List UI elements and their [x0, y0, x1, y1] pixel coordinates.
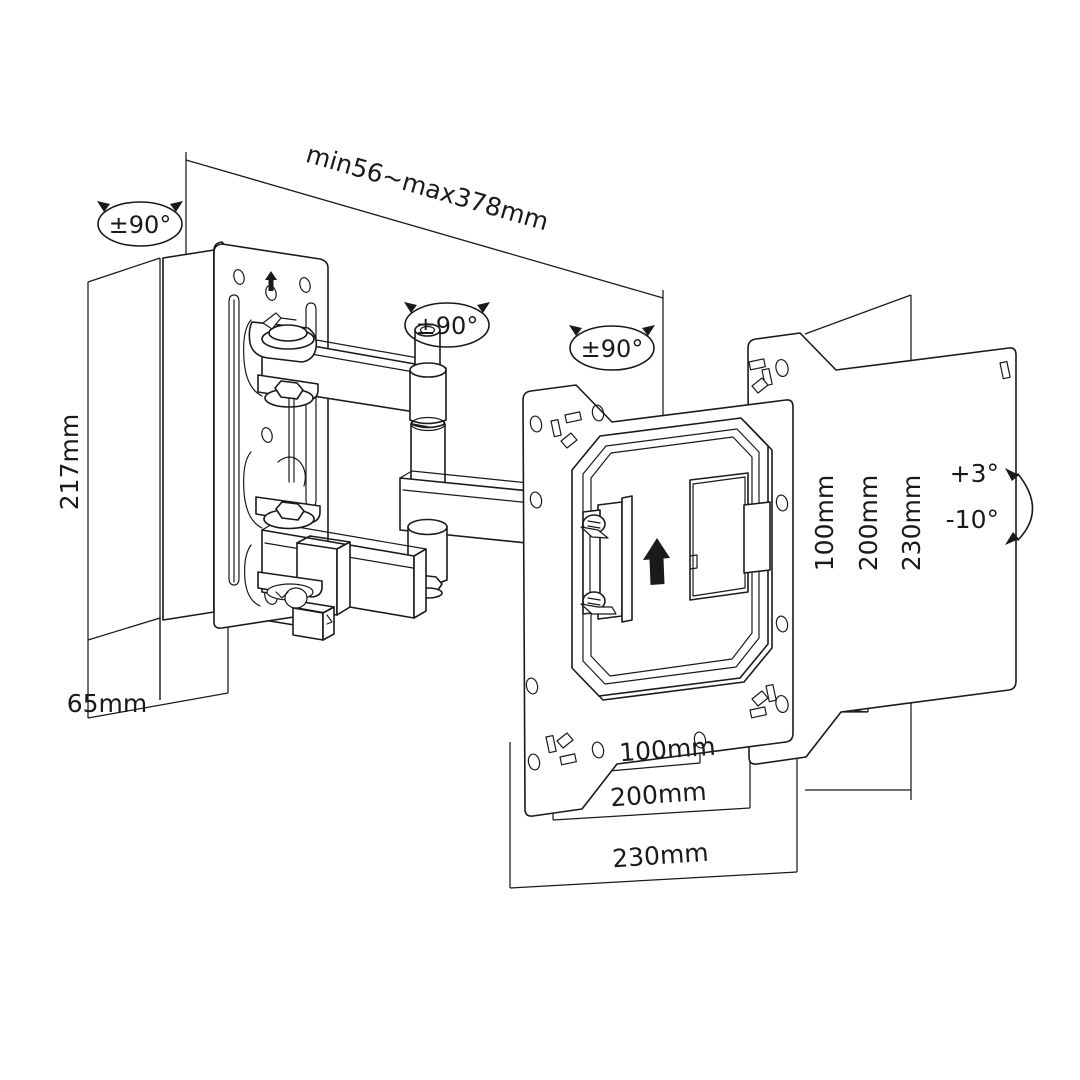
dim-label-vesa-h100: 100mm [618, 732, 716, 768]
elbow-sleeve [410, 423, 446, 487]
dim-label-plate-depth: 65mm [67, 689, 148, 718]
dim-label-vesa-h200: 200mm [609, 777, 707, 813]
vesa-plate-hole [775, 615, 789, 633]
vesa-plate-hole [529, 491, 543, 509]
lower-pivot-hex [275, 501, 305, 521]
tilt-symbol: +3° -10° [946, 459, 1034, 545]
vesa-plate-hole [775, 694, 789, 714]
rotation-label-elbow: ±90° [416, 312, 479, 340]
vesa-panel-notch [689, 554, 698, 570]
elbow-sleeve-top [410, 416, 446, 432]
vesa-plate-hole [775, 358, 789, 378]
up-arrow-marking-icon [643, 538, 670, 585]
wall-plate-tab [243, 319, 263, 397]
plate-corner-marking [749, 683, 777, 719]
bottom-pivot-detail [275, 591, 289, 599]
vesa-plate-hole [591, 741, 605, 759]
lower-elbow-block-top [407, 518, 448, 536]
tilt-label-up: +3° [950, 459, 999, 488]
vesa-back-plate [747, 332, 1017, 765]
dim-plate-height [87, 257, 161, 641]
rotation-label-head: ±90° [581, 335, 644, 363]
vesa-inner-bracket-rim2 [590, 436, 753, 677]
head-tilt-connector [743, 501, 771, 574]
vesa-plate-hole [591, 404, 605, 422]
elbow-top-cap [414, 323, 441, 337]
dim-label-vesa-v230: 230mm [897, 475, 926, 571]
pivot-cap [268, 324, 308, 342]
vesa-head-assembly [522, 332, 1017, 817]
upper-arm-assembly [248, 312, 447, 487]
wall-plate-hole [261, 427, 273, 443]
dim-label-extension: min56~max378mm [303, 139, 552, 236]
wall-plate-tab [243, 451, 263, 529]
wall-plate-hole [233, 269, 245, 285]
quick-release-plate [621, 495, 633, 623]
bottom-pivot-cap [284, 587, 308, 609]
cable-clip [292, 607, 324, 641]
plate-corner-marking [545, 732, 577, 766]
vesa-plate-hole [529, 415, 543, 433]
release-tab-lower [580, 603, 617, 615]
plate-corner-marking [748, 358, 773, 394]
release-tab-upper [580, 526, 609, 539]
release-screw-slot [587, 597, 601, 606]
vesa-inner-bracket-rim [582, 428, 760, 685]
wall-plate-tab [244, 544, 261, 607]
vesa-plate-hole [525, 677, 539, 695]
cable-sleeve-side [336, 541, 351, 616]
rotation-symbol-elbow: ±90° [404, 302, 490, 348]
wall-plate-front-face [162, 249, 215, 621]
elbow-top-cap-inner [419, 325, 436, 335]
wall-plate-hole [265, 285, 277, 301]
tilt-label-down: -10° [946, 505, 999, 534]
rotation-symbol-head: ±90° [569, 325, 655, 371]
hex-nut [274, 380, 304, 400]
wall-plate-tab [277, 456, 306, 487]
dim-label-vesa-v100: 100mm [810, 475, 839, 571]
lower-arm-end-cap [413, 548, 427, 619]
up-arrow-marking-icon [265, 271, 277, 291]
plate-corner-marking [999, 360, 1011, 380]
dim-label-plate-height: 217mm [55, 414, 84, 510]
vesa-recessed-panel [689, 472, 749, 601]
release-screw-slot [587, 520, 601, 529]
vesa-plate-hole [775, 494, 789, 512]
vesa-plate-hole [527, 753, 541, 771]
dim-label-vesa-h230: 230mm [611, 838, 709, 874]
vesa-plate-hole [693, 731, 707, 749]
cable-clip-notch [326, 614, 333, 625]
rotation-symbol-wall: ±90° [97, 201, 183, 247]
elbow-block-top [409, 362, 447, 378]
pivot-screw-stem [280, 317, 297, 321]
plate-corner-marking [550, 411, 582, 449]
dim-label-vesa-v200: 200mm [854, 475, 883, 571]
rotation-label-wall: ±90° [109, 211, 172, 239]
vesa-recessed-panel-inner [692, 476, 746, 597]
wall-plate-hole [299, 277, 311, 293]
